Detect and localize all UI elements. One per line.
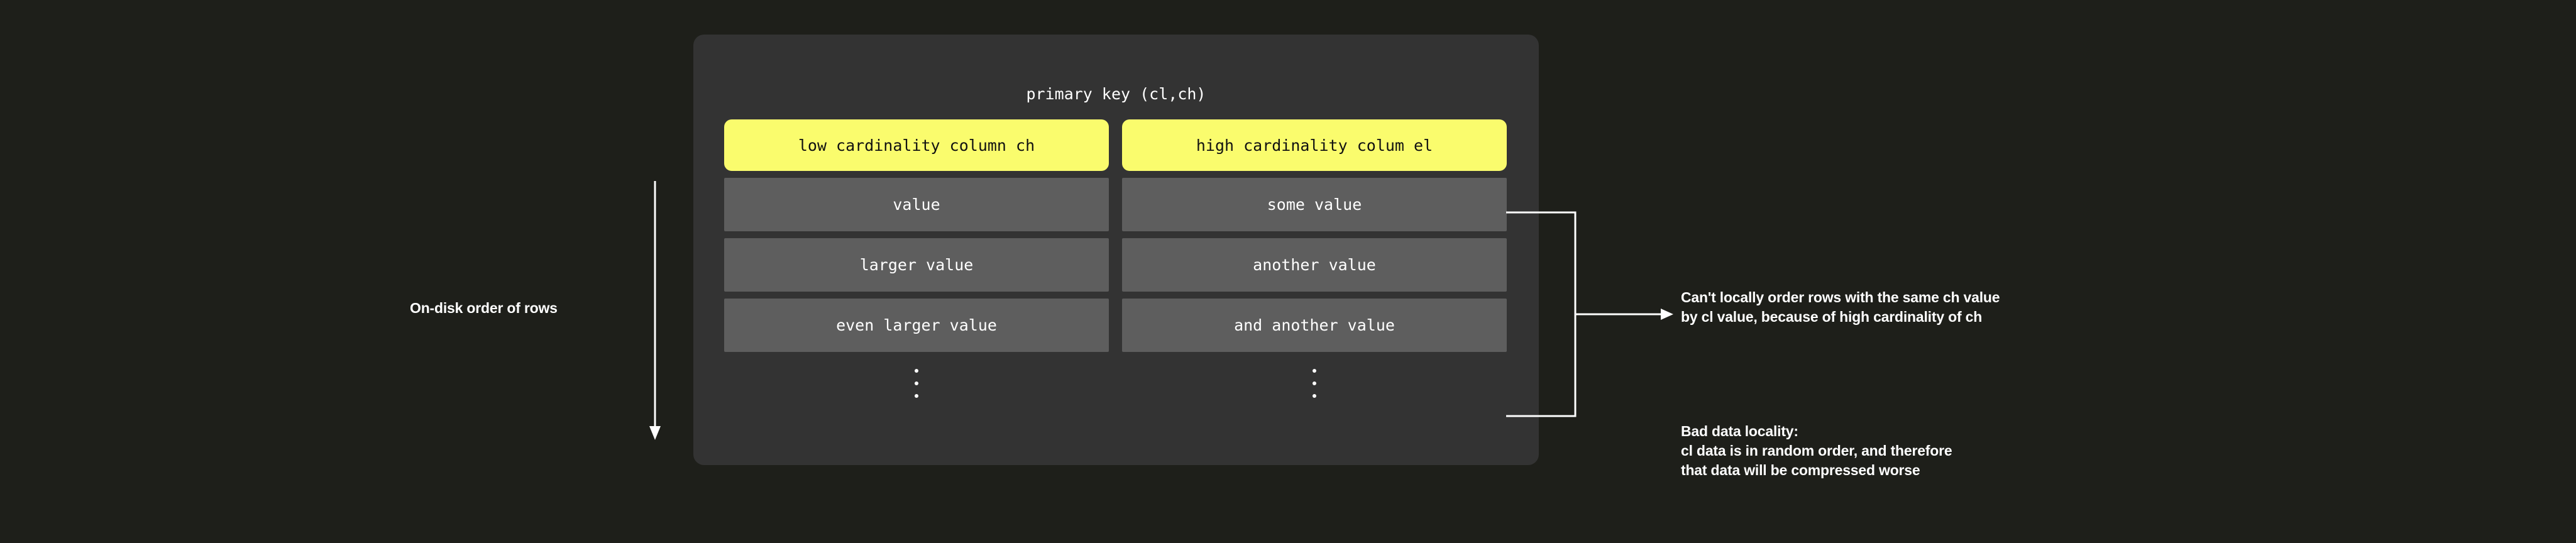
value-cell: value: [724, 178, 1109, 231]
column-high-cardinality: high cardinality colum el some value ano…: [1122, 119, 1507, 408]
value-cell: even larger value: [724, 299, 1109, 352]
locality-note-line: that data will be compressed worse: [1681, 462, 1920, 478]
value-cell: larger value: [724, 238, 1109, 292]
primary-key-card: primary key (cl,ch) low cardinality colu…: [693, 35, 1539, 465]
ordering-note: Can't locally order rows with the same c…: [1681, 288, 2000, 327]
column-continuation: [1122, 359, 1507, 408]
column-header-cell: high cardinality colum el: [1122, 119, 1507, 171]
column-continuation: [724, 359, 1109, 408]
vertical-ellipsis-icon: [915, 369, 918, 398]
ordering-note-line: by cl value, because of high cardinality…: [1681, 309, 1983, 325]
column-grid: low cardinality column ch value larger v…: [724, 119, 1507, 408]
down-arrow-icon: [649, 181, 661, 440]
card-title: primary key (cl,ch): [1026, 85, 1206, 103]
value-cell: another value: [1122, 238, 1507, 292]
on-disk-order-label: On-disk order of rows: [410, 300, 558, 316]
column-header-cell: low cardinality column ch: [724, 119, 1109, 171]
locality-note-line: cl data is in random order, and therefor…: [1681, 442, 1952, 459]
bracket-arrow-icon: [1506, 211, 1673, 417]
locality-note-line: Bad data locality:: [1681, 423, 1798, 439]
value-cell: some value: [1122, 178, 1507, 231]
vertical-ellipsis-icon: [1313, 369, 1316, 398]
value-cell: and another value: [1122, 299, 1507, 352]
column-low-cardinality: low cardinality column ch value larger v…: [724, 119, 1109, 408]
locality-note: Bad data locality: cl data is in random …: [1681, 422, 1952, 480]
ordering-note-line: Can't locally order rows with the same c…: [1681, 289, 2000, 305]
